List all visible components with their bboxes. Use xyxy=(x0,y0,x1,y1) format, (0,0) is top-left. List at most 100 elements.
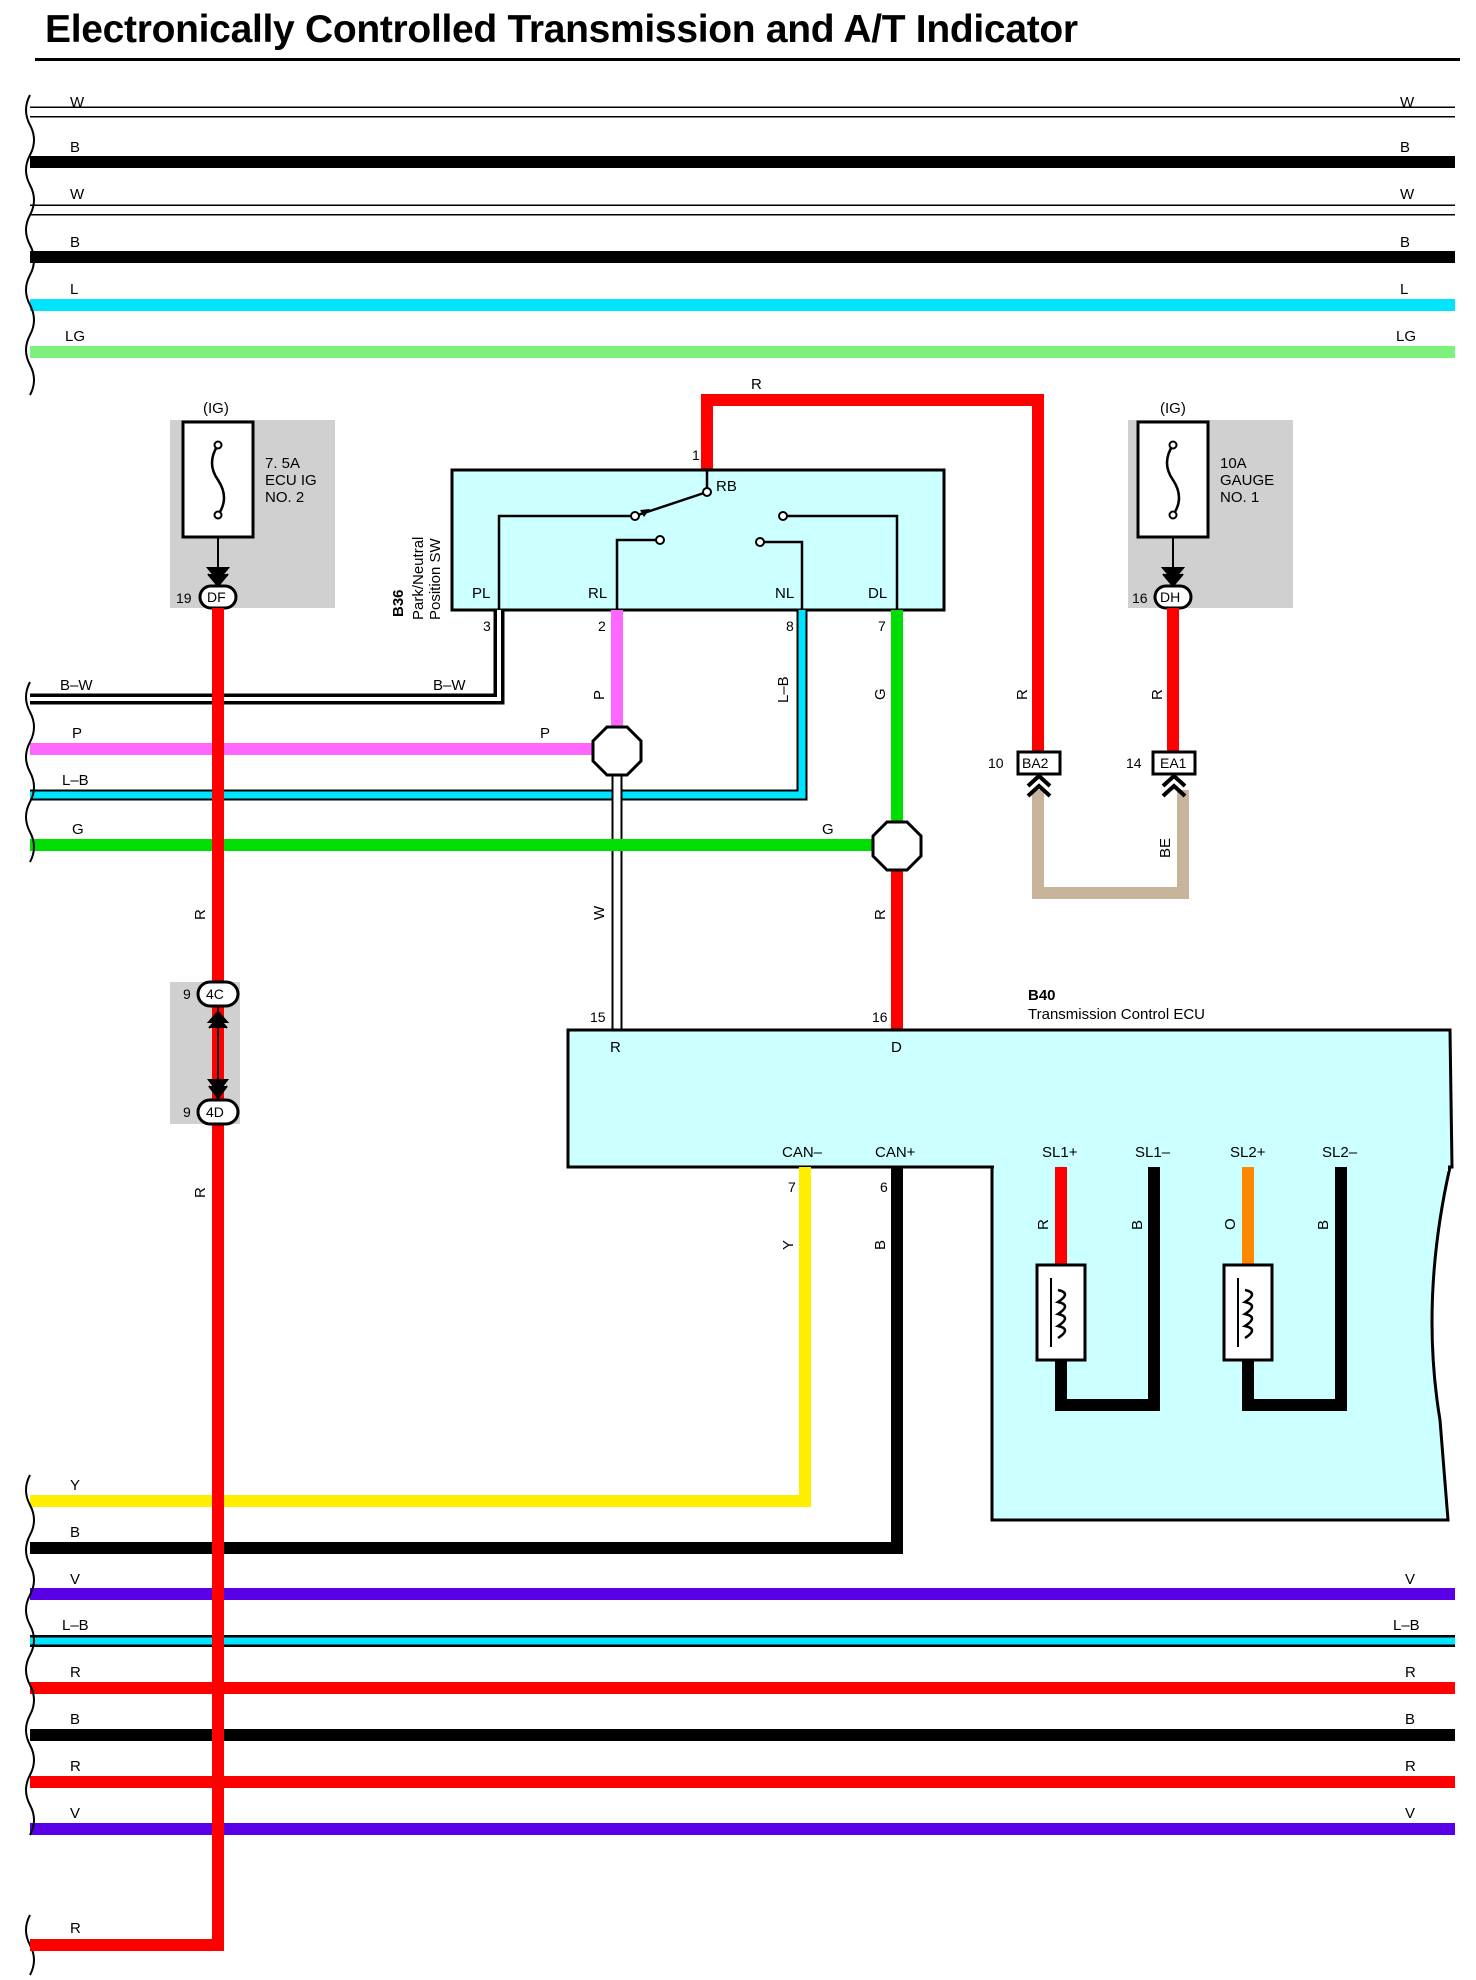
fuse-supply-label: (IG) xyxy=(1160,400,1186,417)
wire-pl-label: B–W xyxy=(433,677,466,694)
top-bus-label-left: L xyxy=(70,281,78,298)
top-bus-label-right: B xyxy=(1400,234,1410,251)
left-bus-label-p: P xyxy=(72,725,82,742)
b36-terminal-nl: NL xyxy=(775,585,794,602)
top-bus-label-right: L xyxy=(1400,281,1408,298)
bottom-bus-label-right: L–B xyxy=(1393,1617,1420,1634)
b40-terminal-can-minus: CAN– xyxy=(782,1144,823,1161)
wire-can-minus-y xyxy=(30,1167,811,1507)
top-bus-label-right: B xyxy=(1400,139,1410,156)
b40-pin-r: 15 xyxy=(590,1009,606,1025)
junction-4d: 4D xyxy=(206,1104,224,1120)
wire-ba2-label: R xyxy=(1014,689,1031,700)
fuse-name: ECU IG xyxy=(265,472,317,489)
bottom-bus-label-right: B xyxy=(1405,1711,1415,1728)
wire-rb-label: R xyxy=(751,376,762,393)
wire-rb-red xyxy=(701,394,1044,760)
top-bus-b-1: B B xyxy=(30,139,1455,168)
bottom-bus-label-left: B xyxy=(70,1711,80,1728)
top-bus-b-2: B B xyxy=(30,234,1455,263)
wire-w-label: W xyxy=(591,905,608,920)
b40-terminal-r: R xyxy=(610,1039,621,1056)
left-bus-label-y: Y xyxy=(70,1477,80,1494)
bottom-bus-label-left: L–B xyxy=(62,1617,89,1634)
b36-terminal-rl: RL xyxy=(588,585,607,602)
title-underline xyxy=(35,58,1460,61)
b36-terminal-pl: PL xyxy=(472,585,490,602)
b40-pin-d: 16 xyxy=(872,1009,888,1025)
top-bus-label-right: W xyxy=(1400,186,1415,203)
b36-id: B36 xyxy=(390,589,407,617)
wire-be-label: BE xyxy=(1157,838,1174,858)
wire-can-plus-b xyxy=(30,1167,903,1554)
top-bus-w-1: W W xyxy=(30,94,1455,118)
b40-pin-can-minus: 7 xyxy=(788,1179,796,1195)
top-bus-w-2: W W xyxy=(30,186,1455,216)
fuse-ecu-ig-no2: (IG) 7. 5A ECU IG NO. 2 DF 19 xyxy=(170,400,335,610)
can-wires: Y Y B B xyxy=(30,1167,903,1554)
b40-id: B40 xyxy=(1028,987,1056,1004)
wire-g xyxy=(30,610,903,851)
main-red-feed: R R R 4C 9 4D 9 xyxy=(30,608,240,1951)
fuse-name: GAUGE xyxy=(1220,472,1274,489)
b36-name-line1: Park/Neutral xyxy=(410,537,427,620)
top-bus-label-left: B xyxy=(70,139,80,156)
fuse-rating: 10A xyxy=(1220,455,1247,472)
wire-sl1p-label: R xyxy=(1035,1219,1052,1230)
page-title: Electronically Controlled Transmission a… xyxy=(45,8,1078,51)
left-bus-label-b: B xyxy=(70,1524,80,1541)
top-bus-label-left: W xyxy=(70,94,85,111)
top-bus-label-left: W xyxy=(70,186,85,203)
mid-left-wires: B–W B–W L–B L–B W P P P G G G R xyxy=(25,610,923,1030)
b36-terminal-dl: DL xyxy=(868,585,887,602)
b36-pin-rb: 1 xyxy=(692,447,700,463)
b40-name: Transmission Control ECU xyxy=(1028,1006,1205,1023)
connector-ea1: EA1 xyxy=(1160,755,1187,771)
wire-g-label-right: G xyxy=(822,821,834,838)
wire-nl-label: L–B xyxy=(775,676,792,703)
left-bus-label-bw: B–W xyxy=(60,677,93,694)
wire-r-lower-label: R xyxy=(192,1187,209,1198)
junction-4d-pin: 9 xyxy=(183,1104,191,1120)
left-bus-label-g: G xyxy=(72,821,84,838)
bottom-bus-label-left: V xyxy=(70,1805,80,1822)
wire-rl-label: P xyxy=(591,690,608,700)
fuse-pin: 16 xyxy=(1132,590,1148,606)
b36-pin-dl: 7 xyxy=(878,618,886,634)
wire-r-d-label: R xyxy=(872,909,889,920)
b40-terminal-sl1p: SL1+ xyxy=(1042,1144,1078,1161)
bottom-bus-label-right: R xyxy=(1405,1664,1416,1681)
wire-p xyxy=(30,610,623,755)
inline-connectors: R R BE BA2 10 EA1 14 xyxy=(988,608,1197,899)
wire-b-w xyxy=(30,610,505,705)
transmission-control-ecu: B40 Transmission Control ECU 15 R 16 D C… xyxy=(566,987,1454,1522)
b40-terminal-sl2p: SL2+ xyxy=(1230,1144,1266,1161)
b40-terminal-can-plus: CAN+ xyxy=(875,1144,916,1161)
left-bus-label-r: R xyxy=(70,1920,81,1937)
fuse-rating: 7. 5A xyxy=(265,455,300,472)
b36-pin-pl: 3 xyxy=(483,618,491,634)
solenoid-sl1 xyxy=(1035,1263,1087,1362)
b40-pin-can-plus: 6 xyxy=(880,1179,888,1195)
wire-be xyxy=(1032,790,1189,899)
top-bus-l: L L xyxy=(30,281,1455,311)
wire-ea1-label: R xyxy=(1149,689,1166,700)
top-bus-group: W W B B W W B B xyxy=(25,94,1455,396)
junction-4c: 4C xyxy=(206,986,224,1002)
top-bus-break xyxy=(25,94,35,396)
wire-sl1m-label: B xyxy=(1129,1220,1146,1230)
b36-pin-nl: 8 xyxy=(786,618,794,634)
mid-left-break xyxy=(25,681,35,863)
bottom-bus-break xyxy=(25,1474,35,1836)
b40-terminal-d: D xyxy=(891,1039,902,1056)
b36-pin-rl: 2 xyxy=(598,618,606,634)
b40-terminal-sl2m: SL2– xyxy=(1322,1144,1358,1161)
fuse-number: NO. 2 xyxy=(265,489,304,506)
bottom-bus-label-left: R xyxy=(70,1664,81,1681)
top-bus-label-right: LG xyxy=(1396,328,1416,345)
wire-can-minus-label: Y xyxy=(780,1240,797,1250)
fuse-pin: 19 xyxy=(176,590,192,606)
fuse-supply-label: (IG) xyxy=(203,400,229,417)
bottom-bus-label-left: R xyxy=(70,1758,81,1775)
